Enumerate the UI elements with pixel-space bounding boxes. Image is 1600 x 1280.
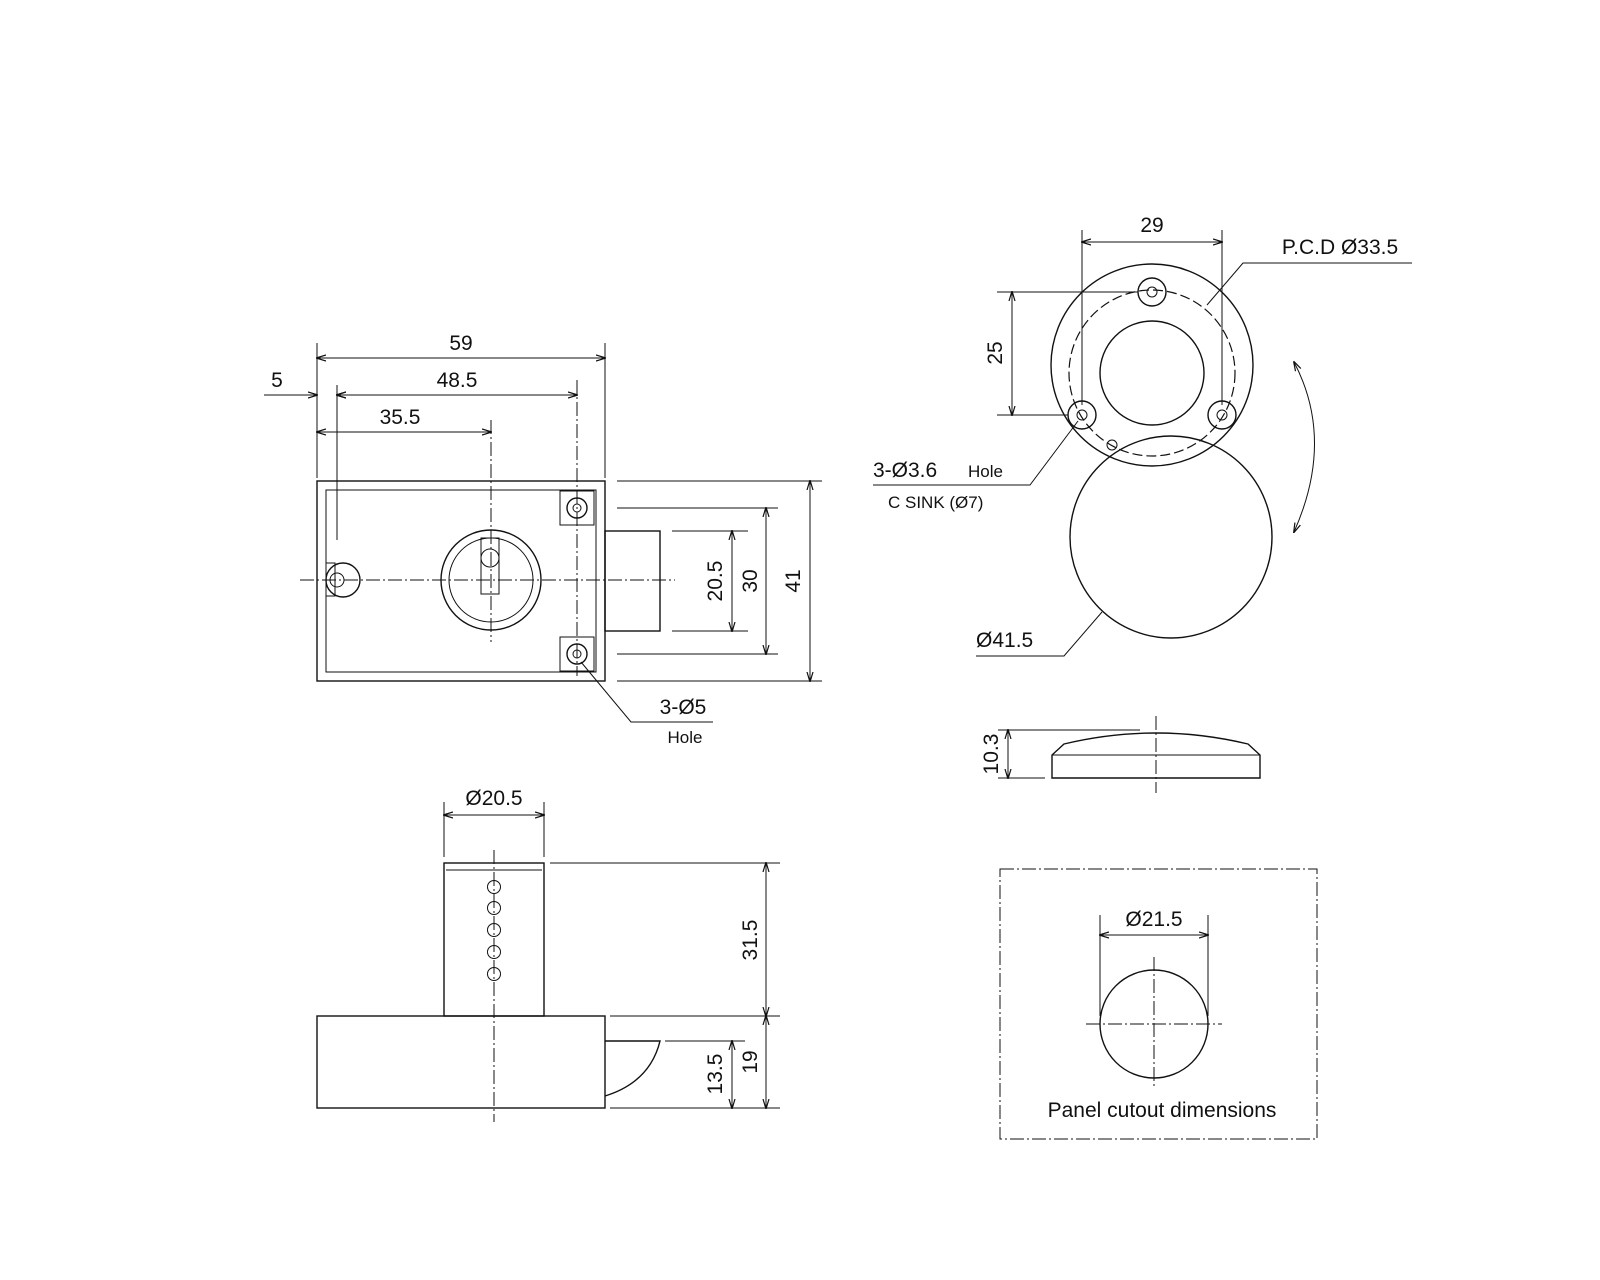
pcd-label: P.C.D Ø33.5 [1282, 236, 1398, 259]
rotation-arrow-icon [1294, 362, 1315, 532]
cover-hole-right [1207, 400, 1237, 430]
dim-hole-height: 30 [739, 569, 762, 592]
cover-profile [1051, 732, 1261, 779]
lock-body-inner [325, 489, 597, 673]
dim-body-height: 19 [739, 1050, 762, 1073]
dim-cylinder-diameter: Ø20.5 [465, 787, 522, 810]
cover-flange [1050, 263, 1254, 467]
dim-overall-width: 59 [449, 332, 472, 355]
dim-hole-spacing: 48.5 [437, 369, 478, 392]
side-bolt [604, 1040, 661, 1097]
dim-bolt-width: 20.5 [704, 561, 727, 602]
dim-cover-hole-spacing-x: 29 [1140, 214, 1163, 237]
cover-disk [1069, 435, 1273, 639]
dim-cover-thickness: 10.3 [980, 734, 1003, 775]
pcd-circle [1068, 289, 1236, 457]
dim-cylinder-length: 31.5 [739, 920, 762, 961]
cover-side-view: 10.3 [980, 716, 1261, 793]
side-body [316, 1015, 606, 1109]
dim-offset: 5 [271, 369, 283, 392]
cover-bore [1099, 320, 1205, 426]
side-view: Ø20.5 31.5 13.5 19 [316, 787, 780, 1122]
bolt [604, 530, 661, 632]
dim-cover-hole-spacing-y: 25 [984, 341, 1007, 364]
cover-top-view: 29 25 P.C.D Ø33.5 3-Ø3.6 Hole C SINK (Ø7… [873, 214, 1412, 657]
dim-key-center: 35.5 [380, 406, 421, 429]
front-view: 59 5 48.5 35.5 20.5 30 41 3-Ø5 Hole [264, 332, 822, 747]
dim-bolt-height: 13.5 [704, 1054, 727, 1095]
cover-hole-callout-hole: Hole [968, 462, 1003, 481]
front-hole-callout-sub: Hole [668, 728, 703, 747]
cover-hole-callout: 3-Ø3.6 [873, 459, 937, 482]
cover-hole-top [1137, 277, 1167, 307]
panel-cutout: Ø21.5 Panel cutout dimensions [999, 868, 1318, 1140]
cover-hole-left [1067, 400, 1097, 430]
front-hole-callout: 3-Ø5 [660, 696, 707, 719]
panel-cutout-caption: Panel cutout dimensions [1048, 1099, 1277, 1122]
countersink-label: C SINK (Ø7) [888, 493, 983, 512]
cover-diameter-label: Ø41.5 [976, 629, 1033, 652]
dim-cutout-diameter: Ø21.5 [1125, 908, 1182, 931]
panel-outline [999, 868, 1318, 1140]
locating-pin [1106, 439, 1118, 451]
dim-overall-height: 41 [782, 569, 805, 592]
